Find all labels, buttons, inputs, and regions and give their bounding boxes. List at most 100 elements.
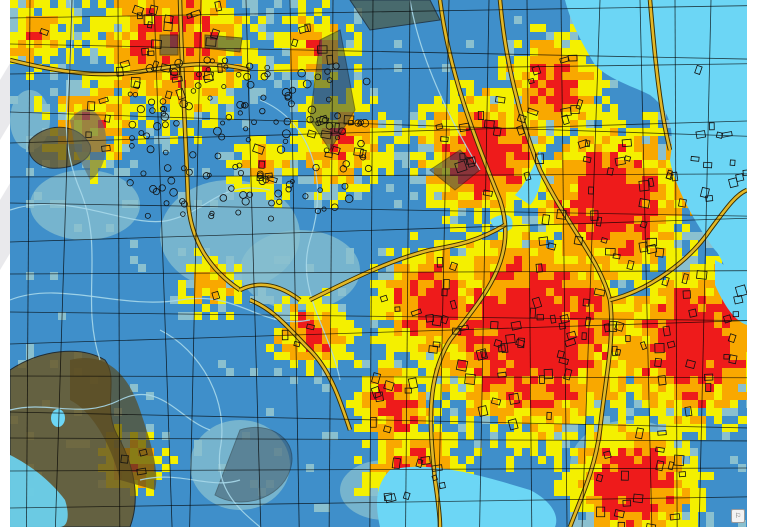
building	[138, 448, 148, 457]
parcel-line	[10, 120, 747, 144]
hazard-cell	[698, 376, 706, 384]
hazard-cell	[370, 480, 378, 488]
hazard-cell	[690, 240, 698, 248]
hazard-cell	[746, 400, 747, 408]
hazard-cell	[530, 328, 538, 336]
hazard-cell	[386, 152, 394, 160]
hazard-cell	[586, 192, 594, 200]
hazard-cell	[242, 168, 250, 176]
hazard-cell	[530, 40, 538, 48]
hazard-cell	[274, 176, 282, 184]
building	[160, 110, 167, 117]
building	[160, 105, 167, 113]
building	[174, 58, 183, 68]
building	[258, 177, 267, 185]
hazard-cell	[194, 48, 202, 56]
building	[184, 102, 193, 111]
hazard-cell	[458, 368, 466, 376]
hazard-cell	[386, 392, 394, 400]
hazard-cell	[146, 120, 154, 128]
hazard-cell	[514, 320, 522, 328]
hazard-cell	[234, 16, 242, 24]
hazard-cell	[482, 112, 490, 120]
hazard-cell	[546, 384, 554, 392]
hazard-cell	[570, 400, 578, 408]
building	[213, 126, 222, 136]
hazard-cell	[210, 112, 218, 120]
hazard-cell	[442, 336, 450, 344]
hazard-cell	[634, 504, 642, 512]
hazard-cell	[514, 152, 522, 160]
hazard-cell	[498, 184, 506, 192]
building	[703, 373, 714, 381]
hazard-cell	[474, 128, 482, 136]
hazard-cell	[594, 360, 602, 368]
hazard-cell	[506, 152, 514, 160]
hazard-cell	[602, 296, 610, 304]
hazard-cell	[538, 112, 546, 120]
hazard-cell	[466, 104, 474, 112]
map-canvas[interactable]	[10, 0, 747, 527]
hazard-cell	[530, 392, 538, 400]
hazard-cell	[458, 360, 466, 368]
parcel-line	[10, 202, 747, 217]
hazard-cell	[482, 376, 490, 384]
map-info-icon[interactable]: ⚐	[731, 509, 745, 523]
hazard-cell	[482, 392, 490, 400]
hazard-cell	[650, 176, 658, 184]
contour-line	[10, 292, 311, 323]
hazard-cell	[674, 520, 682, 527]
hazard-cell	[378, 304, 386, 312]
hazard-cell	[602, 360, 610, 368]
hazard-cell	[714, 320, 722, 328]
hazard-cell	[130, 384, 138, 392]
building	[465, 156, 477, 165]
hazard-cell	[642, 136, 650, 144]
hazard-cell	[442, 192, 450, 200]
hazard-cell	[626, 184, 634, 192]
hazard-cell	[578, 48, 586, 56]
hazard-cell	[514, 400, 522, 408]
hazard-cell	[658, 440, 666, 448]
hazard-cell	[362, 440, 370, 448]
hazard-cell	[194, 32, 202, 40]
hazard-cell	[514, 120, 522, 128]
hazard-cell	[258, 160, 266, 168]
hazard-cell	[114, 168, 122, 176]
hazard-cell	[562, 472, 570, 480]
building	[115, 66, 124, 77]
hazard-cell	[562, 184, 570, 192]
hazard-cell	[490, 136, 498, 144]
hazard-cell	[394, 288, 402, 296]
hazard-cell	[602, 136, 610, 144]
building	[588, 186, 594, 195]
hazard-cell	[450, 344, 458, 352]
hazard-cell	[130, 24, 138, 32]
hazard-cell	[386, 360, 394, 368]
hazard-cell	[618, 200, 626, 208]
hazard-cell	[234, 264, 242, 272]
hazard-cell	[250, 160, 258, 168]
hazard-cell	[330, 152, 338, 160]
hazard-cell	[674, 360, 682, 368]
building	[517, 337, 525, 349]
map-svg[interactable]	[10, 0, 747, 527]
hazard-cell	[490, 264, 498, 272]
hazard-cell	[554, 240, 562, 248]
hazard-cell	[298, 176, 306, 184]
hazard-cell	[578, 280, 586, 288]
hazard-cell	[170, 16, 178, 24]
hazard-cell	[642, 520, 650, 527]
road	[309, 223, 506, 302]
hazard-cell	[242, 16, 250, 24]
hazard-cell	[442, 448, 450, 456]
hazard-cell	[618, 416, 626, 424]
building	[163, 149, 169, 156]
hazard-cell	[202, 56, 210, 64]
hazard-cell	[618, 120, 626, 128]
parcel-line	[10, 437, 747, 442]
hazard-cell	[234, 32, 242, 40]
hazard-cell	[378, 464, 386, 472]
hazard-cell	[562, 240, 570, 248]
hazard-cell	[450, 464, 458, 472]
